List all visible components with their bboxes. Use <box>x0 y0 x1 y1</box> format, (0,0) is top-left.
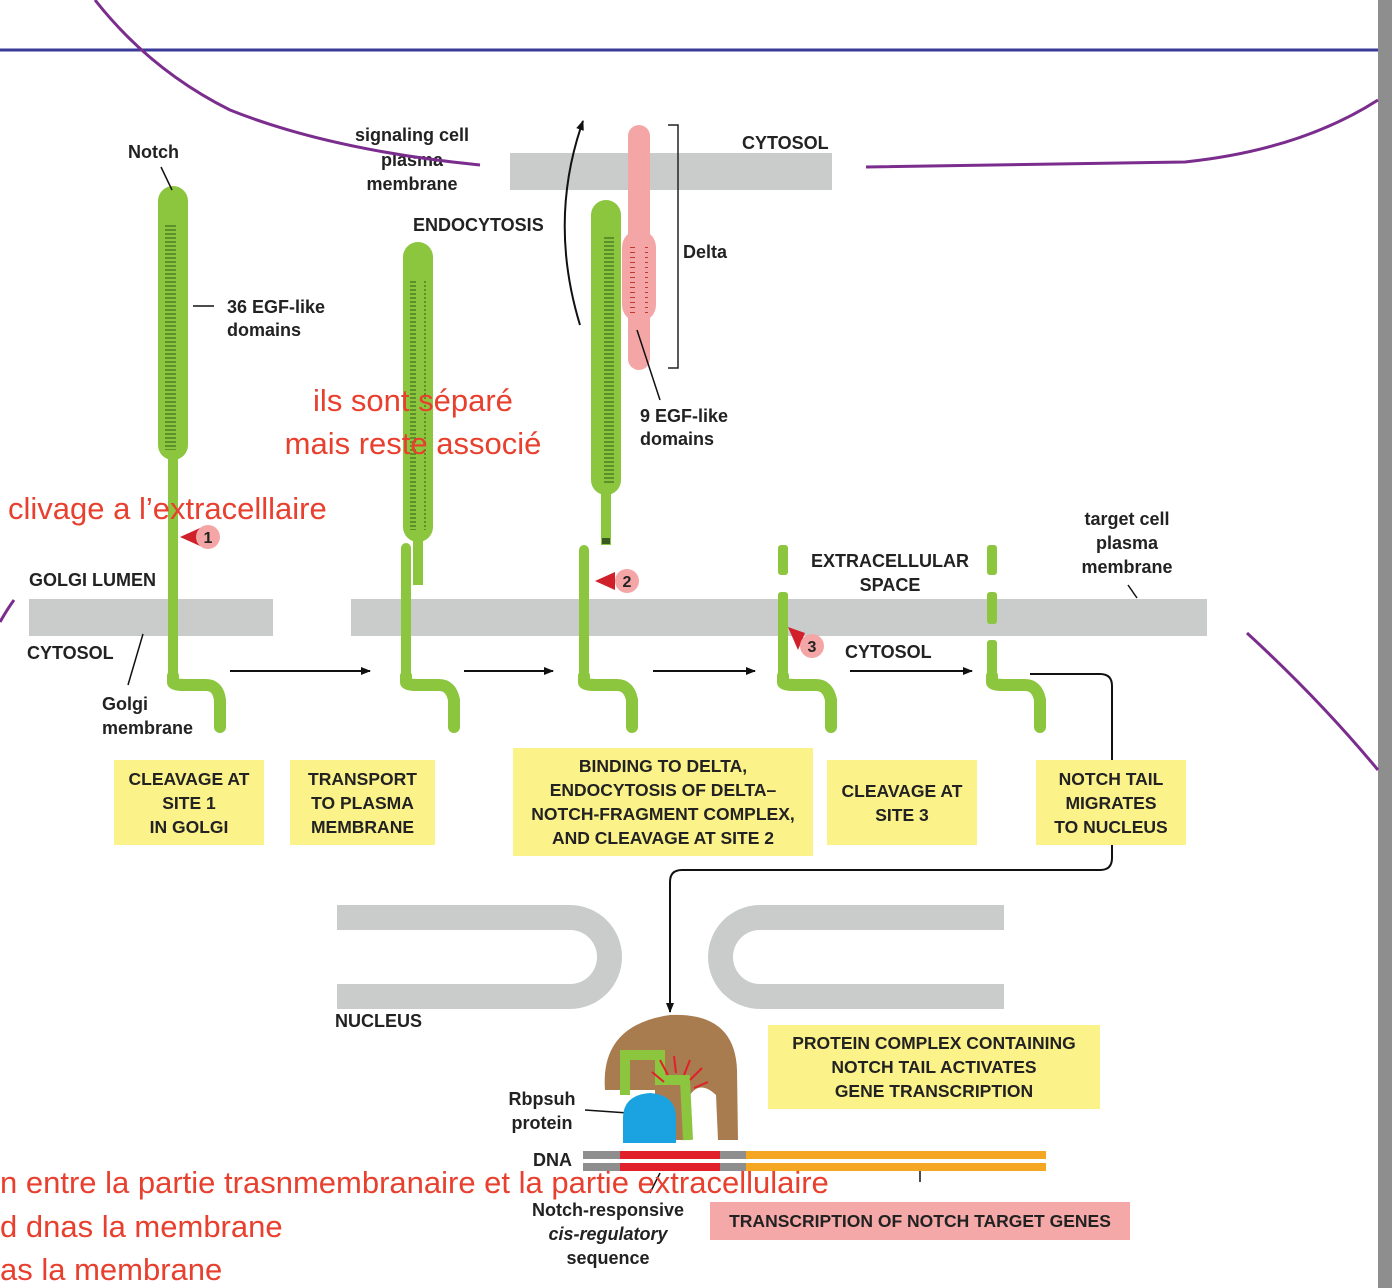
scrollbar-track[interactable] <box>1378 0 1392 1288</box>
target-membrane-label-line2: plasma <box>1096 533 1159 553</box>
notch-label: Notch <box>128 142 179 162</box>
signaling-membrane-label-line3: membrane <box>366 174 457 194</box>
dna-label: DNA <box>533 1150 572 1170</box>
step-delta-binding: BINDING TO DELTA, ENDOCYTOSIS OF DELTA– … <box>513 748 813 856</box>
note-bottom-line1: n entre la partie trasnmembranaire et la… <box>0 1165 829 1200</box>
note-separated-line1: ils sont séparé <box>313 383 513 418</box>
signaling-cell-membrane <box>510 153 832 190</box>
step-cleavage-site1: CLEAVAGE AT SITE 1 IN GOLGI <box>114 760 264 845</box>
cytosol-right-label: CYTOSOL <box>845 642 932 662</box>
golgi-membrane-label-line1: Golgi <box>102 694 148 714</box>
extracellular-label-line2: SPACE <box>860 575 921 595</box>
transcription-box: TRANSCRIPTION OF NOTCH TARGET GENES <box>710 1202 1130 1240</box>
note-cleavage-extracellular: clivage a l’extracelllaire <box>8 491 327 526</box>
golgi-lumen-label: GOLGI LUMEN <box>29 570 156 590</box>
cytosol-left-label: CYTOSOL <box>27 643 114 663</box>
golgi-membrane-bar <box>29 599 273 636</box>
delta-bracket <box>668 124 679 369</box>
nucleus-label: NUCLEUS <box>335 1011 422 1031</box>
leader-lines <box>127 166 1138 1194</box>
note-separated-line2: mais reste associé <box>284 426 542 461</box>
notch-receptor-transport <box>400 242 460 733</box>
endocytosis-label: ENDOCYTOSIS <box>413 215 544 235</box>
cleavage-site-2-marker: 2 <box>595 569 639 593</box>
golgi-membrane-label-line2: membrane <box>102 718 193 738</box>
egf36-label-line1: 36 EGF-like <box>227 297 325 317</box>
signaling-membrane-label-line1: signaling cell <box>355 125 469 145</box>
cleavage-site-3-marker: 3 <box>788 627 824 658</box>
egf36-label-line2: domains <box>227 320 301 340</box>
note-bottom-line2: d dnas la membrane <box>0 1209 283 1244</box>
process-arrows <box>230 120 1113 1013</box>
egf9-label-line1: 9 EGF-like <box>640 406 728 426</box>
pen-annotations <box>0 0 1380 771</box>
cleavage-site-1-marker: 1 <box>180 525 220 549</box>
cytosol-top-label: CYTOSOL <box>742 133 829 153</box>
step-cleavage-site3: CLEAVAGE AT SITE 3 <box>827 760 977 845</box>
cis-label-line3: sequence <box>566 1248 649 1268</box>
site3-number: 3 <box>808 639 817 656</box>
egf9-label-line2: domains <box>640 429 714 449</box>
notch-protein-complex <box>604 1014 738 1143</box>
note-bottom-line3: as la membrane <box>0 1252 223 1287</box>
dna-strand <box>583 1151 1046 1171</box>
target-membrane-label-line3: membrane <box>1081 557 1172 577</box>
site2-number: 2 <box>623 574 632 591</box>
delta-label: Delta <box>683 242 728 262</box>
delta-ligand <box>622 125 656 370</box>
nuclear-envelope-right <box>708 905 1004 1009</box>
notch-receptor-tail-released <box>986 545 1046 733</box>
notch-receptor-golgi <box>158 186 226 733</box>
notch-receptor-site3 <box>777 545 837 733</box>
rbpsuh-label-line2: protein <box>512 1113 573 1133</box>
step-transport: TRANSPORT TO PLASMA MEMBRANE <box>290 760 435 845</box>
cis-label-line1: Notch-responsive <box>532 1200 684 1220</box>
notch-receptor-delta-bound <box>578 200 638 733</box>
cis-label-line2: cis-regulatory <box>548 1224 668 1244</box>
target-membrane-label-line1: target cell <box>1084 509 1169 529</box>
step-complex-activates: PROTEIN COMPLEX CONTAINING NOTCH TAIL AC… <box>768 1025 1100 1109</box>
nuclear-envelope-left <box>337 905 622 1009</box>
rbpsuh-label-line1: Rbpsuh <box>509 1089 576 1109</box>
step-tail-migrates: NOTCH TAIL MIGRATES TO NUCLEUS <box>1036 760 1186 845</box>
site1-number: 1 <box>204 530 213 547</box>
extracellular-label-line1: EXTRACELLULAR <box>811 551 969 571</box>
